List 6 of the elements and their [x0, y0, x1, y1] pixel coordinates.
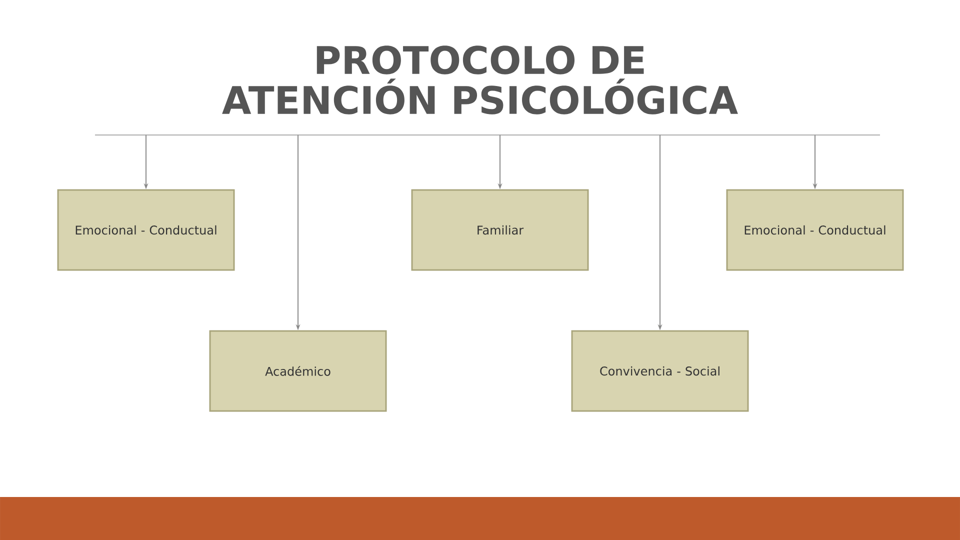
category-box: Emocional - Conductual — [57, 189, 235, 271]
category-box: Convivencia - Social — [571, 330, 749, 412]
category-box: Emocional - Conductual — [726, 189, 904, 271]
category-box: Familiar — [411, 189, 589, 271]
category-box: Académico — [209, 330, 387, 412]
title: PROTOCOLO DE ATENCIÓN PSICOLÓGICA — [222, 46, 738, 114]
